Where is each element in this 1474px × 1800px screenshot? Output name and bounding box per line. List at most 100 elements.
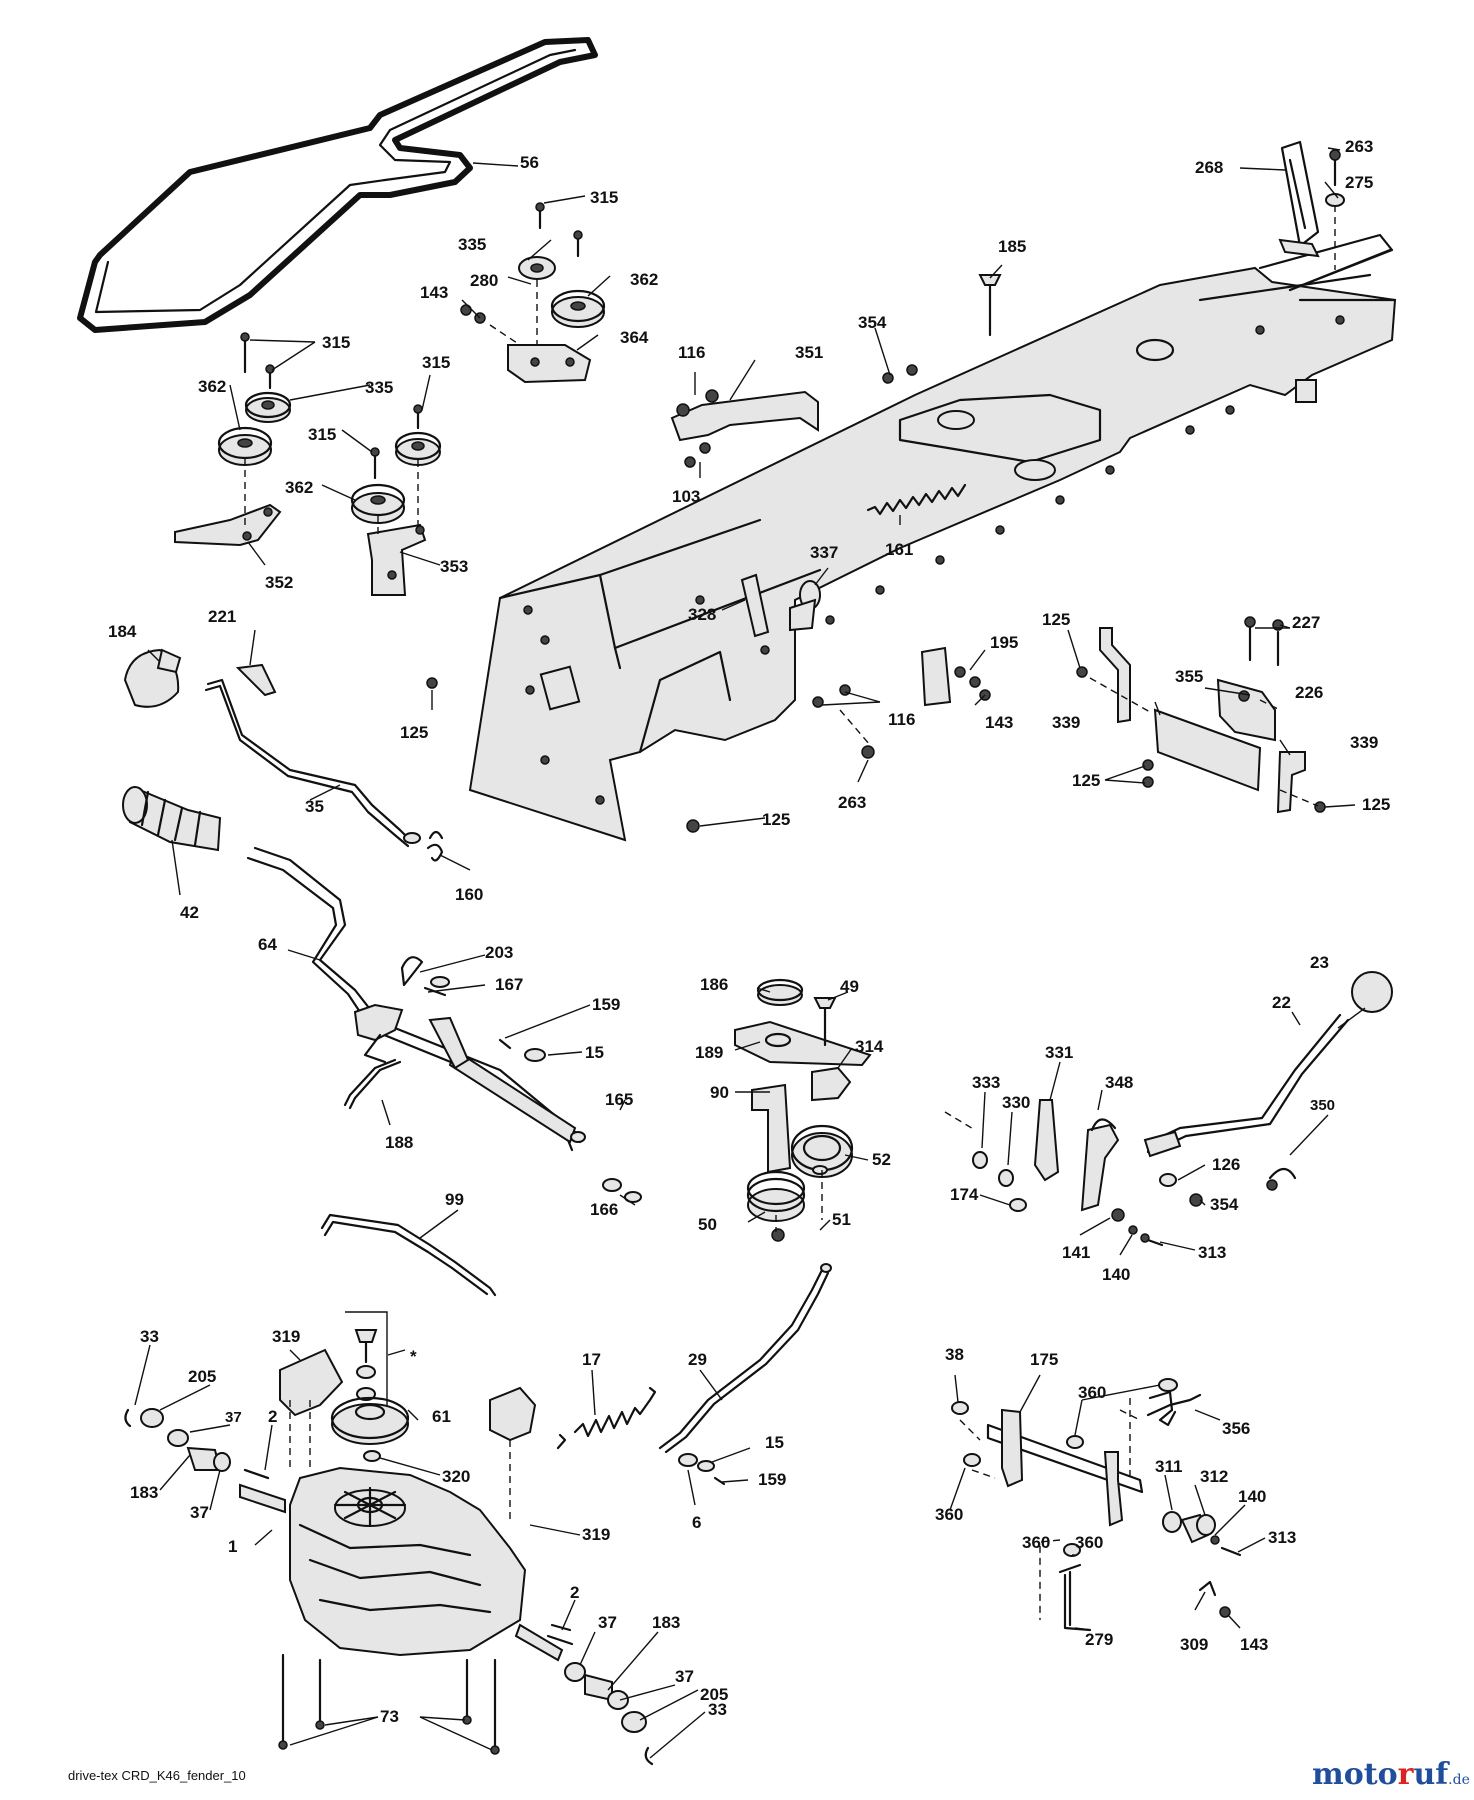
callout-263: 263	[838, 793, 866, 812]
callout-61: 61	[432, 1407, 451, 1426]
brake-shaft-assembly	[951, 1378, 1242, 1632]
callout-160: 160	[455, 885, 483, 904]
callout-56: 56	[520, 153, 539, 172]
control-rod	[320, 1213, 497, 1297]
callout-352: 352	[265, 573, 293, 592]
callout-360: 360	[935, 1505, 963, 1524]
callout-356: 356	[1222, 1419, 1250, 1438]
callout-311: 311	[1155, 1457, 1182, 1476]
callout-348: 348	[1105, 1073, 1133, 1092]
center-pulley-assembly	[734, 978, 872, 1242]
bracket-351	[670, 389, 819, 468]
callout-125: 125	[1042, 610, 1070, 629]
callout-64: 64	[258, 935, 277, 954]
callout-99: 99	[445, 1190, 464, 1209]
callout-362: 362	[630, 270, 658, 289]
callout-312: 312	[1200, 1467, 1228, 1486]
callout-37: 37	[598, 1613, 617, 1632]
callout-205: 205	[188, 1367, 216, 1386]
callout-50: 50	[698, 1215, 717, 1234]
lift-handle	[1278, 140, 1345, 270]
callout-6: 6	[692, 1513, 701, 1532]
callout-268: 268	[1195, 158, 1223, 177]
callout-227: 227	[1292, 613, 1320, 632]
callout-184: 184	[108, 622, 137, 641]
callout-116: 116	[678, 343, 705, 362]
callout-125: 125	[762, 810, 790, 829]
callout-labels: 56 315 335 280 362 143 364 315 362 335 3…	[108, 137, 1390, 1726]
callout-42: 42	[180, 903, 199, 922]
callout-203: 203	[485, 943, 513, 962]
callout-275: 275	[1345, 173, 1373, 192]
callout-279: 279	[1085, 1630, 1113, 1649]
callout-313: 313	[1268, 1528, 1296, 1547]
callout-15: 15	[585, 1043, 604, 1062]
callout-166: 166	[590, 1200, 618, 1219]
callout-143: 143	[1240, 1635, 1268, 1654]
callout-360: 360	[1022, 1533, 1050, 1552]
drive-belt	[77, 37, 598, 333]
callout-188: 188	[385, 1133, 413, 1152]
callout-175: 175	[1030, 1350, 1058, 1369]
brand-logo: motoruf.de	[1312, 1757, 1470, 1792]
callout-330: 330	[1002, 1093, 1030, 1112]
callout-126: 126	[1212, 1155, 1240, 1174]
callout-17: 17	[582, 1350, 601, 1369]
callout-360: 360	[1075, 1533, 1103, 1552]
callout-339: 339	[1052, 713, 1080, 732]
callout-141: 141	[1062, 1243, 1090, 1262]
callout-52: 52	[872, 1150, 891, 1169]
callout-353: 353	[440, 557, 468, 576]
callout-226: 226	[1295, 683, 1323, 702]
bracket-195	[920, 646, 991, 707]
callout-362: 362	[198, 377, 226, 396]
pedal-shaft-assembly	[246, 830, 642, 1203]
callout-315: 315	[322, 333, 350, 352]
callout-2: 2	[268, 1407, 277, 1426]
callout-90: 90	[710, 1083, 729, 1102]
callout-354: 354	[858, 313, 887, 332]
callout-351: 351	[795, 343, 823, 362]
callout-35: 35	[305, 797, 324, 816]
callout-335: 335	[365, 378, 393, 397]
callout-22: 22	[1272, 993, 1291, 1012]
callout-167: 167	[495, 975, 523, 994]
return-spring	[556, 1386, 657, 1450]
callout-221: 221	[208, 607, 236, 626]
callout-165: 165	[605, 1090, 633, 1109]
callout-354: 354	[1210, 1195, 1239, 1214]
axle-hardware	[124, 1408, 654, 1766]
callout-37: 37	[225, 1409, 242, 1426]
callout-143: 143	[985, 713, 1013, 732]
callout-125: 125	[1362, 795, 1390, 814]
idler-pulley-assembly-top	[460, 202, 606, 384]
callout-314: 314	[855, 1037, 884, 1056]
callout-313: 313	[1198, 1243, 1226, 1262]
callout-328: 328	[688, 605, 716, 624]
callout-183: 183	[652, 1613, 680, 1632]
callout-309: 309	[1180, 1635, 1208, 1654]
callout-2: 2	[570, 1583, 579, 1602]
callout-1: 1	[228, 1537, 237, 1556]
callout-339: 339	[1350, 733, 1378, 752]
callout-195: 195	[990, 633, 1018, 652]
callout-140: 140	[1238, 1487, 1266, 1506]
callout-319: 319	[272, 1327, 300, 1346]
leader-lines	[134, 147, 1366, 1759]
callout-103: 103	[672, 487, 700, 506]
callout-337: 337	[810, 543, 838, 562]
callout-189: 189	[695, 1043, 723, 1062]
callout-315: 315	[308, 425, 336, 444]
callout-140: 140	[1102, 1265, 1130, 1284]
callout-205: 205	[700, 1685, 728, 1704]
callout-355: 355	[1175, 667, 1203, 686]
callout-263: 263	[1345, 137, 1373, 156]
callout-360: 360	[1078, 1383, 1106, 1402]
callout-star: *	[410, 1347, 417, 1366]
callout-37: 37	[675, 1667, 694, 1686]
pulley-assembly-left	[174, 332, 442, 596]
fasteners-mid	[426, 677, 875, 833]
callout-362: 362	[285, 478, 313, 497]
callout-280: 280	[470, 271, 498, 290]
